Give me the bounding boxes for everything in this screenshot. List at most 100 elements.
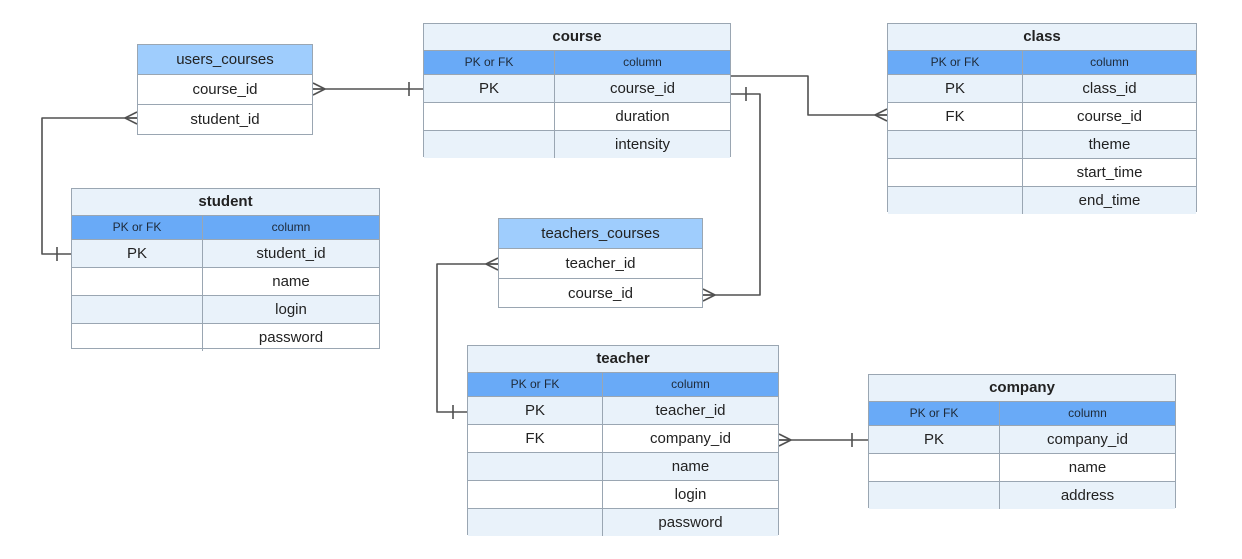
key-cell xyxy=(888,131,1023,158)
table-teacher-title: teacher xyxy=(468,346,778,373)
column-cell: student_id xyxy=(256,245,326,262)
column-cell: teacher_id xyxy=(655,402,726,419)
table-student-header: PK or FK column xyxy=(72,216,379,240)
table-student-row: PK student_id xyxy=(72,240,379,268)
key-cell xyxy=(869,482,1000,509)
key-cell xyxy=(72,296,203,323)
header-key-label: PK or FK xyxy=(72,216,203,239)
key-cell xyxy=(72,324,203,351)
table-company-row: address xyxy=(869,482,1175,509)
key-cell: PK xyxy=(72,240,203,267)
table-student-row: login xyxy=(72,296,379,324)
column-cell: name xyxy=(671,458,710,475)
column-cell: start_time xyxy=(1076,164,1143,181)
header-column-label: column xyxy=(271,220,311,234)
table-teacher-row: FK company_id xyxy=(468,425,778,453)
table-class-header: PK or FK column xyxy=(888,51,1196,75)
key-cell: FK xyxy=(888,103,1023,130)
key-cell: PK xyxy=(888,75,1023,102)
header-column-label: column xyxy=(1068,406,1107,420)
crow-foot-many-marker xyxy=(874,108,888,116)
column-cell: theme xyxy=(1088,136,1131,153)
table-teacher-row: password xyxy=(468,509,778,536)
table-course-title: course xyxy=(424,24,730,51)
column-cell: password xyxy=(258,329,324,346)
crow-foot-many-marker xyxy=(485,263,499,271)
column-cell: name xyxy=(1068,459,1107,476)
crow-foot-many-marker xyxy=(702,294,716,302)
table-teacher-row: name xyxy=(468,453,778,481)
header-key-label: PK or FK xyxy=(869,402,1000,425)
table-student-row: password xyxy=(72,324,379,351)
table-teacher-row: PK teacher_id xyxy=(468,397,778,425)
crow-foot-many-marker xyxy=(312,82,326,90)
column-cell: company_id xyxy=(1047,431,1128,448)
table-company-row: PK company_id xyxy=(869,426,1175,454)
table-teachers-courses[interactable]: teachers_courses teacher_id course_id xyxy=(498,218,703,308)
crow-foot-many-marker xyxy=(312,88,326,96)
column-cell: password xyxy=(658,514,723,531)
crow-foot-many-marker xyxy=(874,114,888,122)
header-column-label: column xyxy=(1090,55,1129,69)
table-course-row: PK course_id xyxy=(424,75,730,103)
table-company[interactable]: company PK or FK column PK company_id na… xyxy=(868,374,1176,509)
table-class-row: start_time xyxy=(888,159,1196,187)
header-column-label: column xyxy=(623,55,662,69)
table-teacher-header: PK or FK column xyxy=(468,373,778,397)
key-cell: FK xyxy=(468,425,603,452)
key-cell xyxy=(468,453,603,480)
table-class[interactable]: class PK or FK column PK class_id FK cou… xyxy=(887,23,1197,214)
column-cell: course_id xyxy=(609,80,676,97)
column-cell: duration xyxy=(615,108,670,125)
column-cell: end_time xyxy=(1078,192,1141,209)
column-cell: company_id xyxy=(650,430,731,447)
table-student-row: name xyxy=(72,268,379,296)
crow-foot-many-marker xyxy=(124,111,138,119)
table-class-title: class xyxy=(888,24,1196,51)
key-cell xyxy=(869,454,1000,481)
column-cell: login xyxy=(674,486,707,503)
table-course-row: duration xyxy=(424,103,730,131)
column-cell: intensity xyxy=(614,136,671,153)
crow-foot-many-marker xyxy=(485,257,499,265)
header-column-label: column xyxy=(671,377,710,391)
column-cell: address xyxy=(1060,487,1115,504)
table-teacher-row: login xyxy=(468,481,778,509)
table-class-row: end_time xyxy=(888,187,1196,214)
table-class-row: PK class_id xyxy=(888,75,1196,103)
key-cell: PK xyxy=(468,397,603,424)
table-teachers-courses-row: course_id xyxy=(567,285,634,302)
column-cell: login xyxy=(275,301,307,318)
table-company-title: company xyxy=(869,375,1175,402)
key-cell xyxy=(424,103,555,130)
header-key-label: PK or FK xyxy=(424,51,555,74)
table-users-courses-row: student_id xyxy=(190,111,260,128)
table-student[interactable]: student PK or FK column PK student_id na… xyxy=(71,188,380,351)
key-cell xyxy=(468,509,603,536)
table-teachers-courses-title: teachers_courses xyxy=(499,219,702,249)
header-key-label: PK or FK xyxy=(468,373,603,396)
key-cell xyxy=(888,187,1023,214)
table-course[interactable]: course PK or FK column PK course_id dura… xyxy=(423,23,731,158)
column-cell: course_id xyxy=(1076,108,1143,125)
column-cell: class_id xyxy=(1082,80,1137,97)
table-teachers-courses-row: teacher_id xyxy=(499,249,702,279)
table-company-row: name xyxy=(869,454,1175,482)
table-student-title: student xyxy=(72,189,379,216)
table-course-header: PK or FK column xyxy=(424,51,730,75)
table-company-header: PK or FK column xyxy=(869,402,1175,426)
table-teacher[interactable]: teacher PK or FK column PK teacher_id FK… xyxy=(467,345,779,536)
table-class-row: theme xyxy=(888,131,1196,159)
crow-foot-many-marker xyxy=(702,288,716,296)
table-users-courses-title: users_courses xyxy=(138,45,312,75)
key-cell xyxy=(424,131,555,158)
header-key-label: PK or FK xyxy=(888,51,1023,74)
crow-foot-many-marker xyxy=(778,439,792,447)
table-course-row: intensity xyxy=(424,131,730,158)
crow-foot-many-marker xyxy=(124,117,138,125)
table-users-courses-row: course_id xyxy=(138,75,312,105)
key-cell xyxy=(72,268,203,295)
table-users-courses[interactable]: users_courses course_id student_id xyxy=(137,44,313,135)
connector-course-class xyxy=(731,75,887,116)
table-class-row: FK course_id xyxy=(888,103,1196,131)
